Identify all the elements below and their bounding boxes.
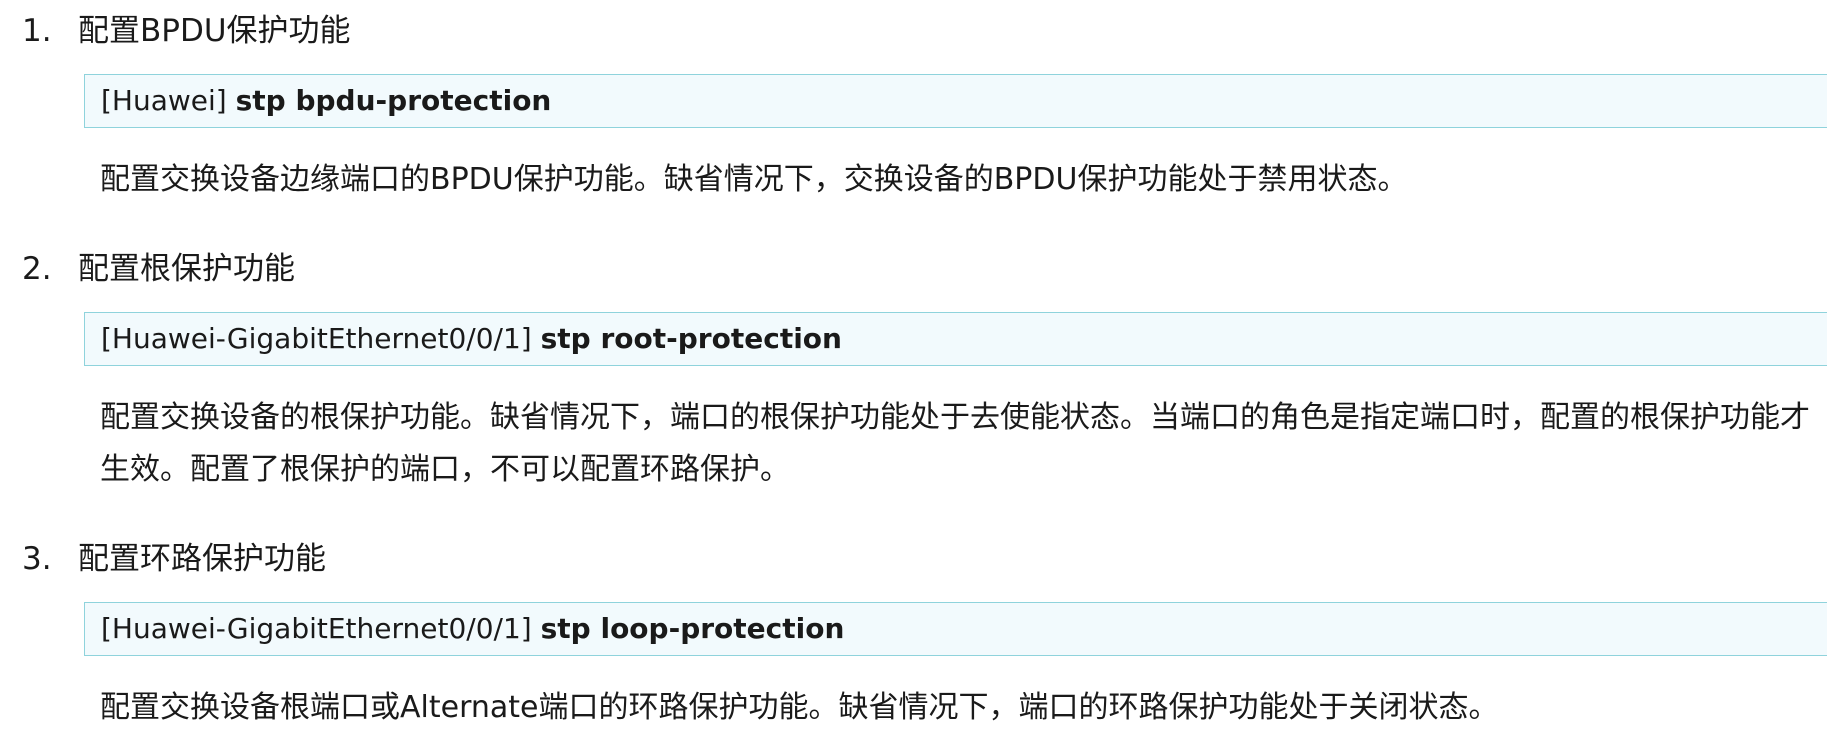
step-title: 配置环路保护功能	[78, 541, 326, 577]
command-box: [Huawei-GigabitEthernet0/0/1] stp loop-p…	[84, 602, 1827, 656]
step-number: 1.	[22, 13, 52, 49]
step-title: 配置根保护功能	[78, 251, 295, 287]
step-description: 配置交换设备边缘端口的BPDU保护功能。缺省情况下，交换设备的BPDU保护功能处…	[100, 162, 1408, 197]
step-number: 3.	[22, 541, 52, 577]
command-keyword: stp loop-protection	[540, 612, 845, 645]
step-title: 配置BPDU保护功能	[78, 13, 351, 49]
step-3-heading: 3. 配置环路保护功能	[22, 540, 326, 578]
step-number: 2.	[22, 251, 52, 287]
command-prompt: [Huawei-GigabitEthernet0/0/1]	[101, 322, 532, 355]
step-description: 配置交换设备的根保护功能。缺省情况下，端口的根保护功能处于去使能状态。当端口的角…	[100, 400, 1810, 487]
command-keyword: stp root-protection	[540, 322, 842, 355]
step-1-heading: 1. 配置BPDU保护功能	[22, 12, 351, 50]
command-box: [Huawei-GigabitEthernet0/0/1] stp root-p…	[84, 312, 1827, 366]
command-prompt: [Huawei]	[101, 84, 227, 117]
step-2-heading: 2. 配置根保护功能	[22, 250, 295, 288]
command-prompt: [Huawei-GigabitEthernet0/0/1]	[101, 612, 532, 645]
command-box: [Huawei] stp bpdu-protection	[84, 74, 1827, 128]
command-keyword: stp bpdu-protection	[235, 84, 552, 117]
step-description: 配置交换设备根端口或Alternate端口的环路保护功能。缺省情况下，端口的环路…	[100, 690, 1499, 725]
